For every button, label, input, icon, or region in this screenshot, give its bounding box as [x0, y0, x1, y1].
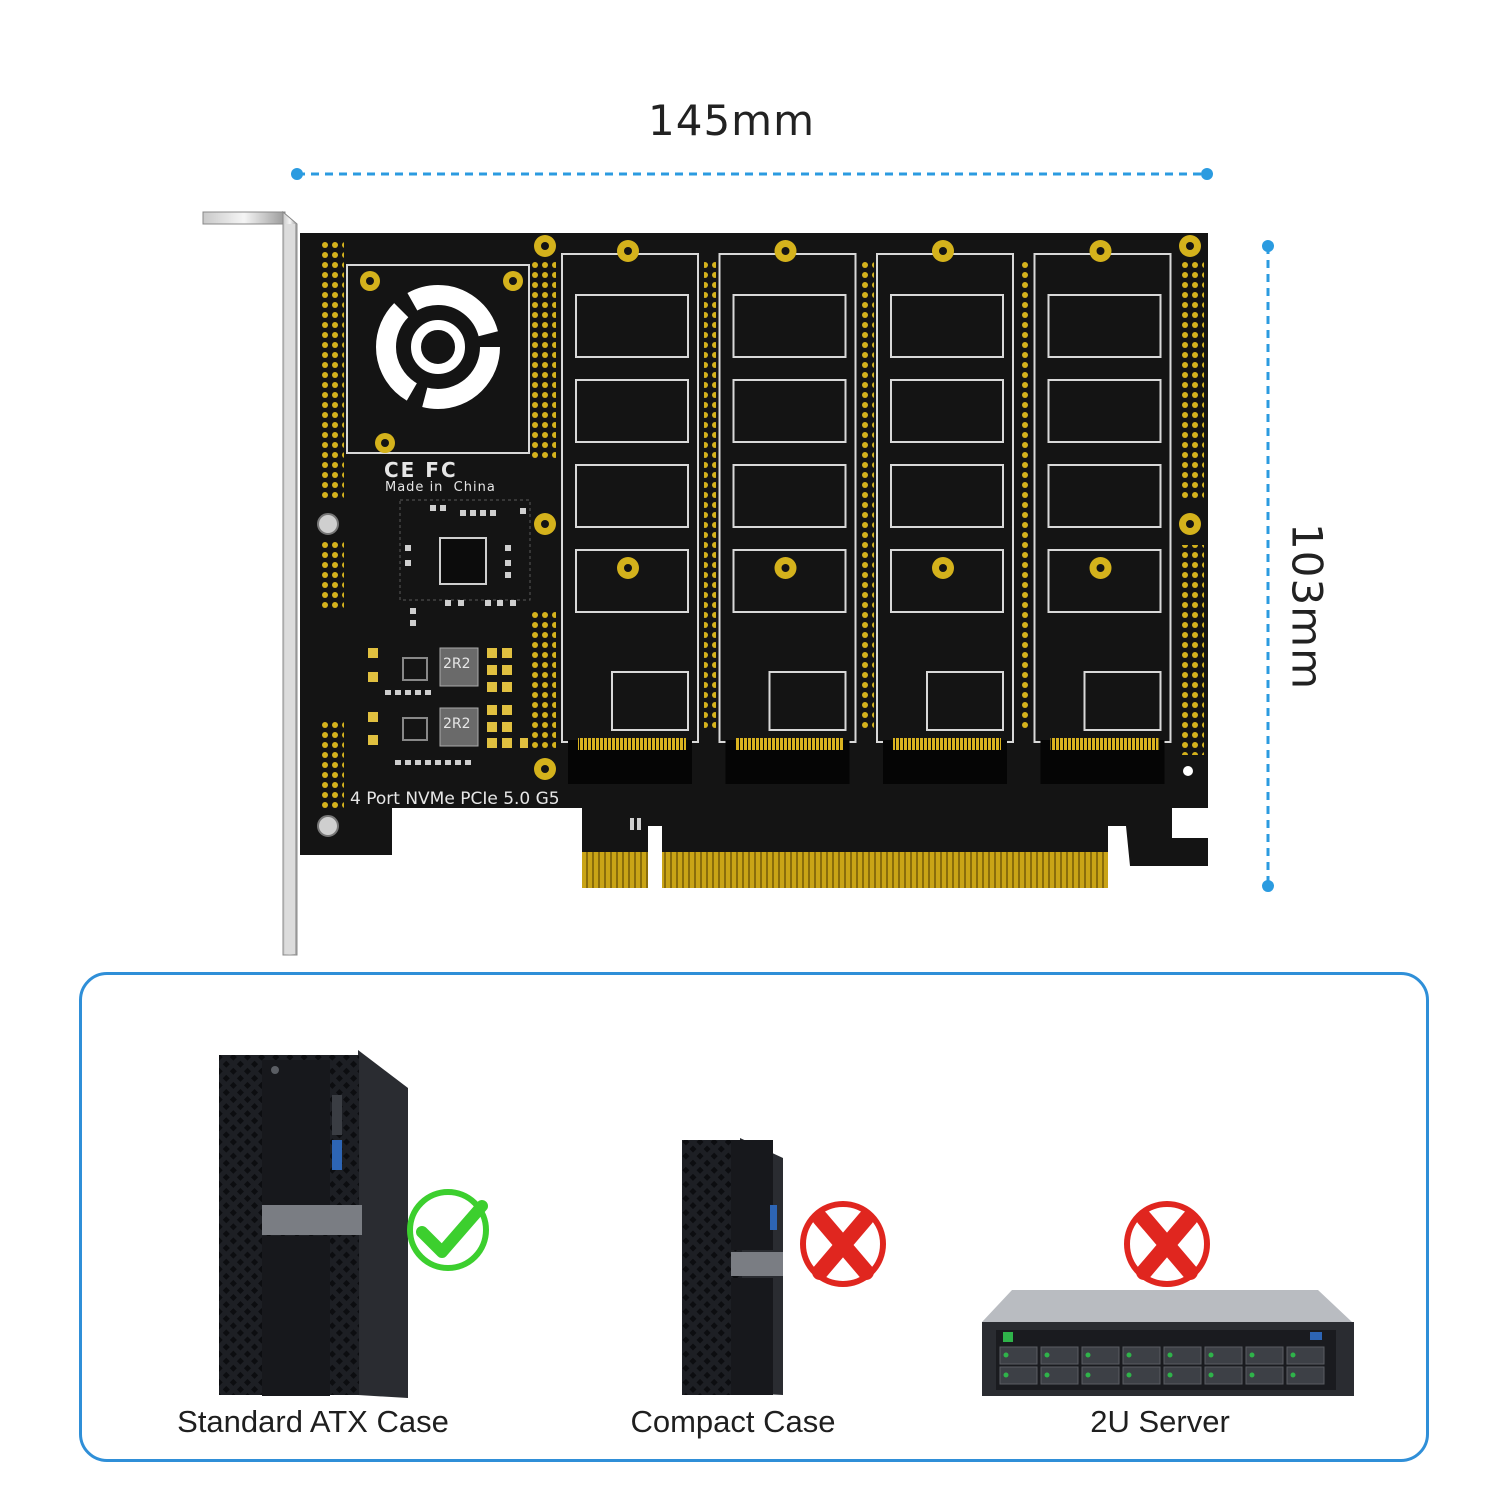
server-drive-bay — [1040, 1366, 1079, 1385]
server-drive-bay — [999, 1366, 1038, 1385]
compatibility-panel — [79, 972, 1429, 1462]
server-drive-bay — [1122, 1366, 1161, 1385]
pcie-card-illustration — [202, 168, 1274, 956]
server-drive-bay — [1081, 1346, 1120, 1365]
m2-slot — [876, 240, 1014, 784]
server-drive-bay — [1163, 1346, 1202, 1365]
standard-atx-case-image — [219, 1050, 408, 1398]
2u-server-image — [982, 1290, 1354, 1396]
compact-case-image — [682, 1138, 783, 1395]
power-section — [368, 647, 641, 830]
case-label-compact: Compact Case — [630, 1404, 836, 1439]
case-label-2u-server: 2U Server — [1090, 1404, 1230, 1439]
server-drive-bay — [1245, 1346, 1284, 1365]
board-model-text: 4 Port NVMe PCIe 5.0 G5 — [350, 789, 560, 809]
m2-slot — [718, 240, 857, 784]
pcie-gold-fingers-short — [582, 852, 648, 888]
inductor-label-1: 2R2 — [443, 656, 471, 672]
made-in-text: Made in China — [385, 480, 496, 495]
m2-slot — [1033, 240, 1172, 784]
green-check-icon — [407, 1189, 489, 1271]
height-label: 103mm — [1282, 523, 1332, 690]
fan-logo-block — [346, 264, 530, 454]
inductor-label-2: 2R2 — [443, 716, 471, 732]
width-dimension-guide — [291, 168, 1213, 180]
server-drive-bay — [1040, 1346, 1079, 1365]
case-label-standard-atx: Standard ATX Case — [177, 1404, 449, 1439]
m2-slot — [561, 240, 699, 784]
server-drive-bay — [1204, 1366, 1243, 1385]
server-drive-bay — [1122, 1346, 1161, 1365]
server-drive-bay — [1081, 1366, 1120, 1385]
pcie-bracket — [202, 210, 298, 956]
server-drive-bay — [1286, 1366, 1325, 1385]
server-drive-bay — [1286, 1346, 1325, 1365]
pcie-gold-fingers-long — [662, 852, 1108, 888]
controller-chip — [399, 499, 531, 601]
server-drive-bay — [1163, 1366, 1202, 1385]
server-drive-bay — [999, 1346, 1038, 1365]
red-cross-icon — [800, 1201, 886, 1287]
red-cross-icon — [1124, 1201, 1210, 1287]
width-label: 145mm — [648, 96, 815, 145]
server-drive-bay — [1204, 1346, 1243, 1365]
case-illustrations — [219, 1050, 1354, 1398]
height-dimension-guide — [1262, 240, 1274, 892]
server-drive-bay — [1245, 1366, 1284, 1385]
certification-marks: CE FC — [384, 458, 458, 482]
m2-slots — [561, 240, 1172, 784]
